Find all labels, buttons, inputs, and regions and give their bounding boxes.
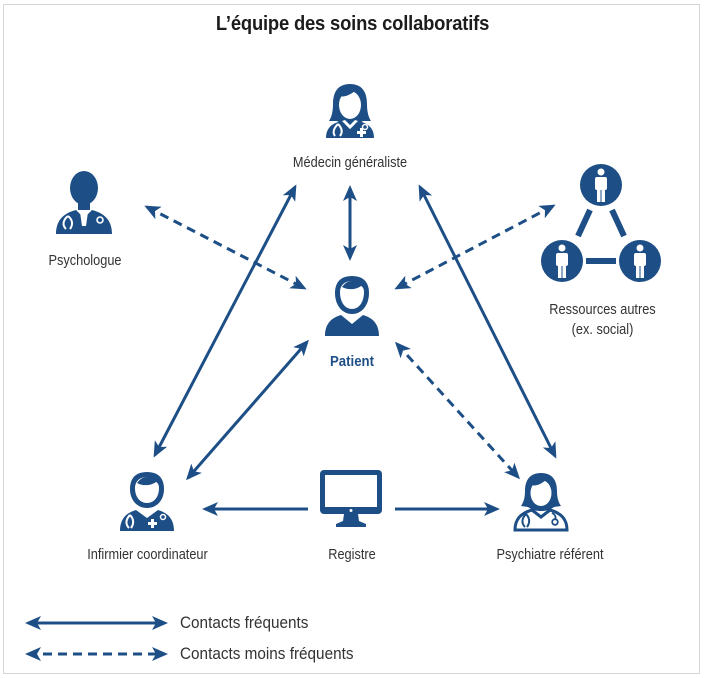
label-ressources-autres: Ressources autres — [549, 302, 656, 318]
link-psychologue-patient — [144, 205, 307, 290]
legend-less-frequent-label: Contacts moins fréquents — [180, 644, 354, 663]
monitor-icon — [320, 470, 382, 527]
link-medecin-infirmier — [153, 184, 297, 458]
patient-icon — [325, 276, 379, 336]
label-infirmier-coordinateur: Infirmier coordinateur — [87, 547, 208, 563]
label-medecin-generaliste: Médecin généraliste — [292, 155, 408, 171]
diagram-title: L’équipe des soins collaboratifs — [215, 13, 490, 35]
people-network-icon — [541, 164, 661, 282]
male-doctor-silhouette-icon — [56, 171, 112, 234]
link-ressources-patient — [394, 204, 556, 290]
label-ressources-exemple: (ex. social) — [571, 322, 634, 338]
female-doctor-icon — [326, 84, 374, 138]
link-medecin-psychiatre — [418, 184, 557, 459]
link-patient-infirmier — [186, 339, 309, 481]
legend-frequent-label: Contacts fréquents — [180, 613, 309, 632]
label-patient: Patient — [329, 353, 374, 370]
label-registre: Registre — [328, 547, 376, 563]
label-psychologue: Psychologue — [48, 253, 122, 269]
male-nurse-icon — [120, 472, 174, 531]
label-psychiatre-referent: Psychiatre référent — [496, 547, 604, 563]
link-patient-psychiatre — [394, 341, 521, 480]
female-doctor-outline-icon — [513, 473, 569, 532]
